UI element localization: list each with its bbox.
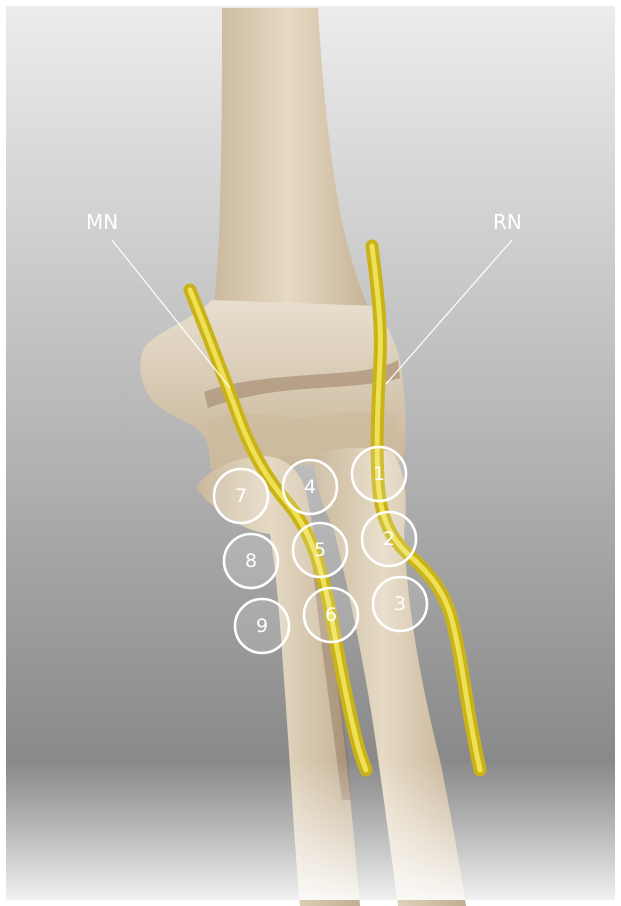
zone-9: 9 <box>235 599 289 653</box>
zone-4: 4 <box>283 460 337 514</box>
zone-6-label: 6 <box>325 604 337 626</box>
zone-2-label: 2 <box>383 528 395 550</box>
zone-1-label: 1 <box>373 463 385 485</box>
radial-nerve-label: RN <box>493 210 522 234</box>
zone-7: 7 <box>214 469 268 523</box>
zone-6: 6 <box>304 588 358 642</box>
zone-5: 5 <box>293 523 347 577</box>
zone-3-label: 3 <box>394 593 406 615</box>
zone-8: 8 <box>224 534 278 588</box>
zone-9-label: 9 <box>256 615 268 637</box>
zone-8-label: 8 <box>245 550 257 572</box>
zone-4-label: 4 <box>304 476 316 498</box>
median-nerve-label: MN <box>86 210 118 234</box>
zone-2: 2 <box>362 512 416 566</box>
zone-1: 1 <box>352 447 406 501</box>
zones: 1 2 3 4 5 6 7 8 <box>214 447 427 653</box>
zone-7-label: 7 <box>235 485 247 507</box>
zone-3: 3 <box>373 577 427 631</box>
zone-5-label: 5 <box>314 539 326 561</box>
bottom-fade <box>6 760 615 900</box>
